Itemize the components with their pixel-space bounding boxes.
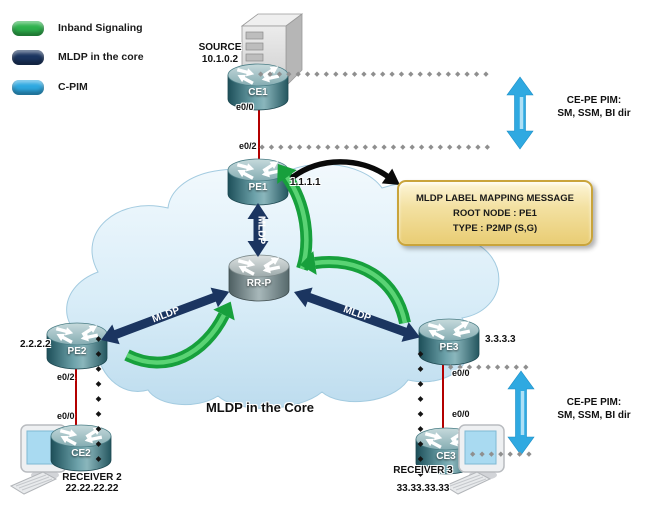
cepe-pim-bottom-line2: SM, SSM, BI dir (557, 410, 631, 421)
router-label: CE3 (436, 451, 456, 462)
legend-label-inband: Inband Signaling (58, 22, 143, 34)
mldp-label-right: MLDP (342, 304, 373, 324)
message-box-line2: ROOT NODE : PE1 (453, 207, 537, 219)
pe2-interface: e0/2 (57, 372, 75, 382)
receiver2-label: RECEIVER 2 22.22.22.22 (52, 472, 132, 494)
mldp-label-left: MLDP (151, 305, 182, 325)
core-caption: MLDP in the Core (205, 400, 315, 415)
dotted-line-pe2-down: ◆◆◆◆◆◆◆◆◆ (94, 334, 103, 469)
receiver3-name: RECEIVER 3 (393, 465, 453, 476)
pe3-ip: 3.3.3.3 (485, 334, 516, 345)
mldp-arrow-pe1-rrp (247, 203, 269, 257)
source-name: SOURCE (198, 42, 242, 53)
receiver2-ip: 22.22.22.22 (65, 483, 119, 494)
mldp-arrow-pe2-rrp (101, 287, 230, 345)
router-label: PE3 (439, 342, 459, 353)
cpim-arrow-top (506, 76, 534, 150)
cepe-pim-bottom-line1: CE-PE PIM: (566, 397, 622, 408)
cepe-pim-top-line1: CE-PE PIM: (566, 95, 622, 106)
source-ip: 10.1.0.2 (201, 54, 239, 65)
cepe-pim-bottom-label: CE-PE PIM: SM, SSM, BI dir (546, 396, 642, 422)
mldp-message-box: MLDP LABEL MAPPING MESSAGE ROOT NODE : P… (397, 180, 593, 246)
source-label: SOURCE 10.1.0.2 (196, 42, 244, 66)
pe1-interface: e0/2 (239, 141, 257, 151)
legend-swatch-inband (12, 21, 44, 36)
dotted-line-pe1-right: ◆◆◆◆◆◆◆◆◆◆◆◆◆◆◆◆◆◆◆◆◆◆◆◆◆◆ (250, 144, 494, 151)
router-ce2: CE2 (49, 424, 113, 472)
legend-swatch-mldp (12, 50, 44, 65)
inband-arrow-pe2-rrp (124, 301, 235, 369)
inband-arrow-pe3-rrp (300, 251, 411, 325)
legend-label-cpim: C-PIM (58, 81, 88, 93)
legend-swatch-cpim (12, 80, 44, 95)
pe3-interface: e0/0 (452, 368, 470, 378)
pe1-ip: 1.1.1.1 (290, 177, 321, 188)
cpim-arrow-bottom (507, 370, 535, 456)
ce3-interface: e0/0 (452, 409, 470, 419)
router-pe1: PE1 (226, 158, 290, 206)
dotted-line-ce1-right: ◆◆◆◆◆◆◆◆◆◆◆◆◆◆◆◆◆◆◆◆◆◆◆◆◆ (258, 71, 493, 78)
message-box-line3: TYPE : P2MP (S,G) (452, 222, 538, 234)
cepe-pim-top-line2: SM, SSM, BI dir (557, 108, 631, 119)
cepe-pim-top-label: CE-PE PIM: SM, SSM, BI dir (546, 94, 642, 120)
router-rrp: RR-P (227, 254, 291, 302)
router-label: RR-P (246, 278, 272, 289)
mldp-label-vertical: MLDP (255, 216, 266, 245)
router-label: CE2 (71, 448, 91, 459)
receiver2-name: RECEIVER 2 (62, 472, 122, 483)
dotted-line-ce3-right: ◆◆◆◆◆◆◆ (470, 451, 536, 458)
router-label: PE1 (248, 182, 268, 193)
router-label: CE1 (248, 87, 268, 98)
pe2-ip: 2.2.2.2 (20, 339, 51, 350)
dotted-line-pe3-down: ◆◆◆◆◆◆◆◆◆ (416, 349, 425, 484)
receiver3-label: RECEIVER 3 33.33.33.33 (390, 462, 456, 498)
mldp-arrow-rrp-pe3 (294, 287, 421, 342)
receiver3-ip: 33.33.33.33 (396, 483, 450, 494)
router-pe3: PE3 (417, 318, 481, 366)
ce2-interface: e0/0 (57, 411, 75, 421)
ce1-interface: e0/0 (236, 102, 254, 112)
message-box-line1: MLDP LABEL MAPPING MESSAGE (416, 192, 574, 204)
receiver2-keyboard-icon (10, 468, 58, 496)
legend-label-mldp: MLDP in the core (58, 51, 144, 63)
